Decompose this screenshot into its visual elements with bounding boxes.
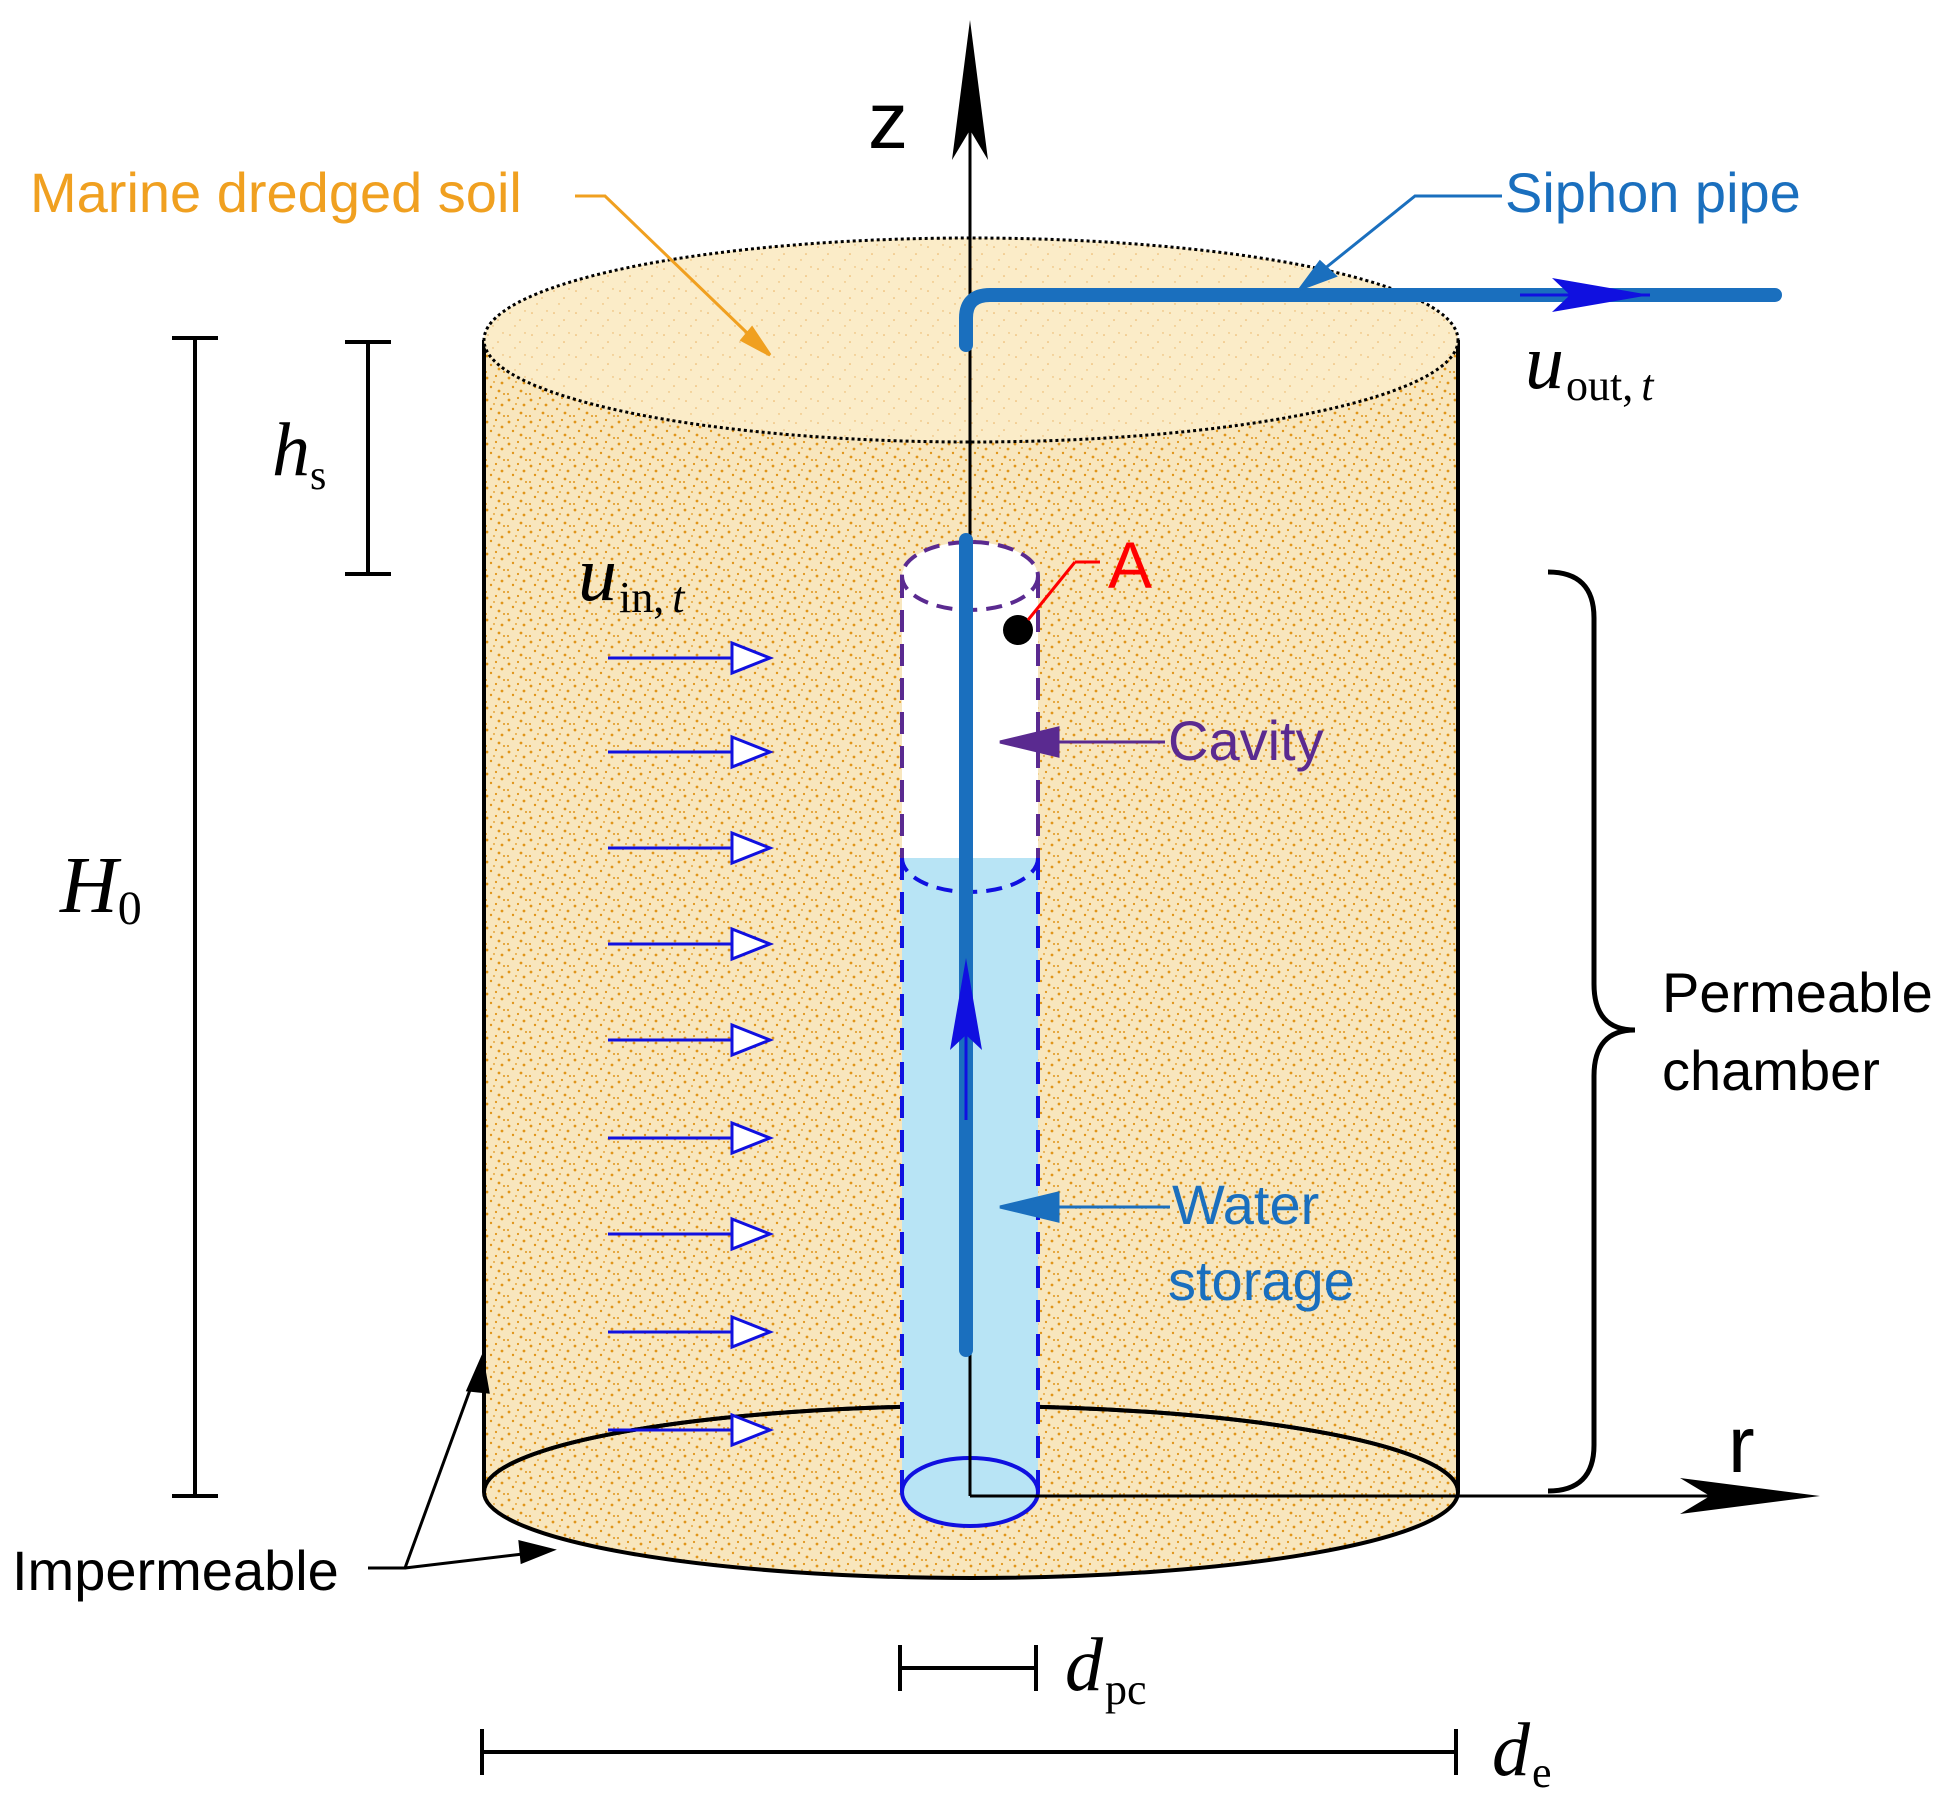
H0-label: H0 (59, 842, 142, 935)
inflow-arrow (608, 926, 775, 962)
inflow-arrows (608, 640, 775, 1448)
siphon-pipe-label: Siphon pipe (1505, 161, 1801, 224)
siphon-pipe (950, 278, 1782, 1357)
permeable-chamber-label: Permeable chamber (1662, 961, 1948, 1102)
impermeable-label: Impermeable (12, 1539, 339, 1602)
point-a-marker (1003, 560, 1100, 645)
dimension-de (480, 1729, 1458, 1775)
inflow-arrow (608, 1314, 775, 1350)
dimension-dpc (898, 1645, 1038, 1691)
cavity-leader (999, 726, 1165, 758)
dimension-H0 (172, 336, 218, 1498)
u-out-label: uout,t (1525, 318, 1655, 410)
point-a-label: A (1108, 528, 1152, 602)
water-storage-label: Water storage (1168, 1173, 1355, 1312)
impermeable-leader (368, 1352, 557, 1570)
cavity-label: Cavity (1168, 709, 1324, 772)
dpc-label: dpc (1065, 1623, 1147, 1714)
inflow-arrow (608, 1120, 775, 1156)
water-leader (999, 1191, 1170, 1223)
inflow-arrow (608, 1022, 775, 1058)
inflow-arrow (608, 1412, 775, 1448)
de-label: de (1492, 1708, 1552, 1795)
soil-leader (575, 194, 772, 357)
u-in-label: uin,t (578, 530, 686, 622)
dimension-hs (345, 340, 391, 576)
inflow-arrow (608, 734, 775, 770)
hs-label: hs (272, 408, 326, 499)
marine-soil-label: Marine dredged soil (30, 161, 522, 224)
r-axis-label: r (1728, 1400, 1755, 1489)
inflow-arrow (608, 830, 775, 866)
z-axis-label: z (868, 76, 908, 165)
permeable-brace (1547, 569, 1636, 1494)
r-axis (970, 1478, 1820, 1514)
siphon-leader (1295, 194, 1502, 293)
inflow-arrow (608, 640, 775, 676)
inflow-arrow (608, 1216, 775, 1252)
